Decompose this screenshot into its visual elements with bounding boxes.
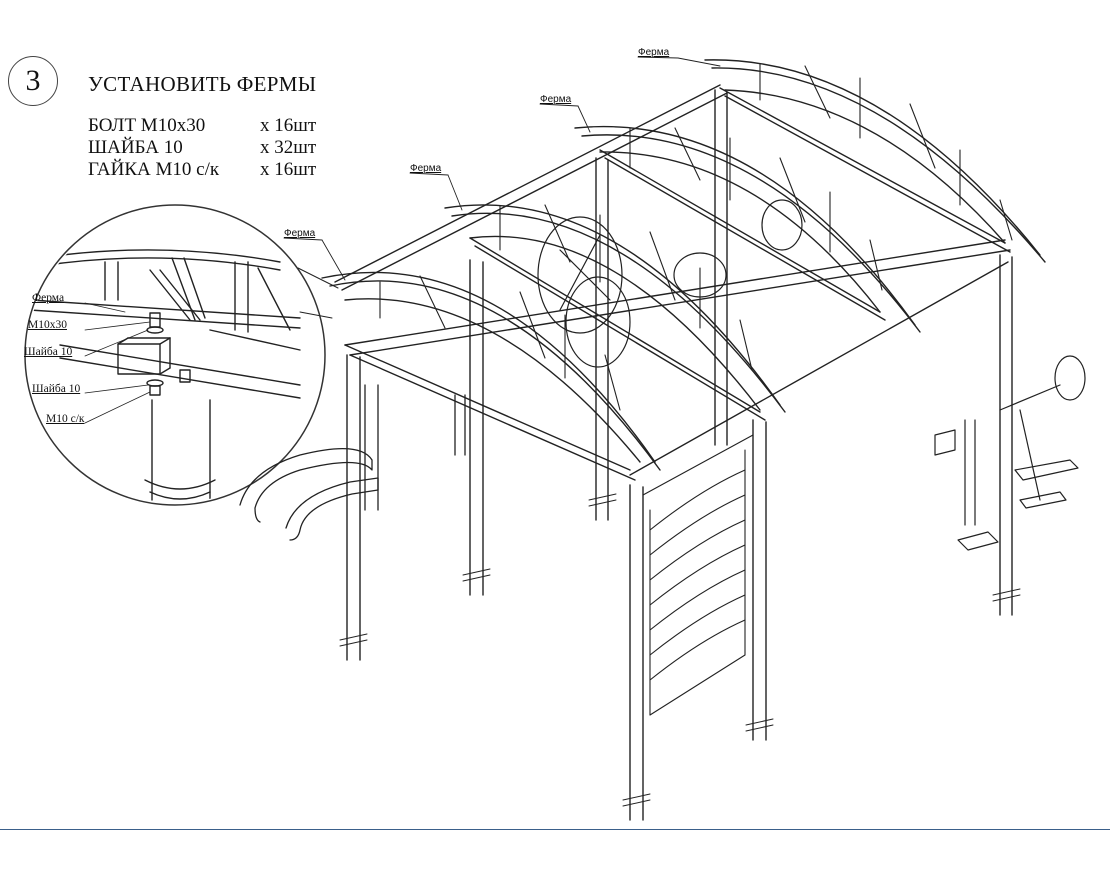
detail-nut-label: М10 с/к <box>46 413 85 425</box>
truss-label-3: Ферма <box>540 94 572 105</box>
truss-label-1: Ферма <box>284 228 316 239</box>
parts-row-nut: ГАЙКА М10 с/к х 16шт <box>88 159 316 181</box>
detail-truss-label: Ферма <box>32 292 65 304</box>
detail-washer-bottom-label: Шайба 10 <box>32 383 81 395</box>
inset-leaders <box>84 302 151 424</box>
wheels <box>537 199 803 368</box>
right-unit <box>934 355 1086 551</box>
step-title: УСТАНОВИТЬ ФЕРМЫ <box>88 72 317 96</box>
trusses <box>321 59 1046 471</box>
part-name: ГАЙКА М10 с/к <box>88 159 220 180</box>
part-name: БОЛТ М10х30 <box>88 115 206 136</box>
part-name: ШАЙБА 10 <box>88 137 183 158</box>
step-number: 3 <box>8 56 58 106</box>
callout-leaders <box>283 56 721 281</box>
part-qty: х 16шт <box>260 115 317 136</box>
parts-row-washer: ШАЙБА 10 х 32шт <box>88 137 316 159</box>
posts <box>339 89 1021 821</box>
truss-label-4: Ферма <box>638 47 670 58</box>
parts-row-bolt: БОЛТ М10х30 х 16шт <box>88 115 316 137</box>
bent-bar <box>239 384 466 541</box>
wall-bars <box>642 434 754 716</box>
page-divider <box>0 829 1110 830</box>
detail-bolt-label: М10х30 <box>28 319 67 331</box>
detail-inset <box>24 204 339 506</box>
main-frame <box>334 84 1011 481</box>
truss-label-2: Ферма <box>410 163 442 174</box>
part-qty: х 16шт <box>260 159 317 180</box>
parts-list: БОЛТ М10х30 х 16шт ШАЙБА 10 х 32шт ГАЙКА… <box>88 115 316 181</box>
detail-washer-top-label: Шайба 10 <box>24 346 73 358</box>
part-qty: х 32шт <box>260 137 317 158</box>
